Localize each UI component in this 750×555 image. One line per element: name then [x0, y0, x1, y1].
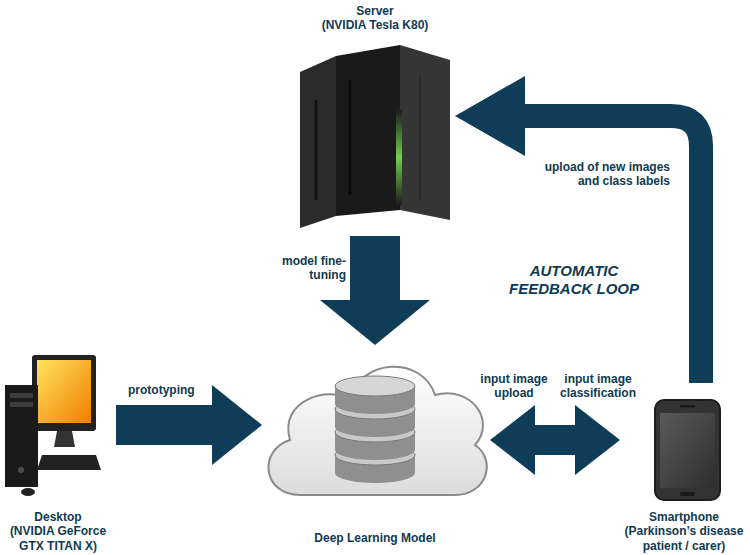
monitor-screen	[37, 360, 91, 423]
db-disk	[335, 440, 415, 460]
server-light	[396, 110, 402, 205]
arrow-shaft	[116, 405, 213, 445]
phone-body	[655, 400, 720, 500]
arrow-head	[212, 385, 262, 465]
edge-label: model fine-tuning	[274, 254, 346, 283]
desktop-node: Desktop(NVIDIA GeForce GTX TITAN X)	[2, 350, 114, 553]
node-title: Desktop	[34, 510, 81, 524]
edge-label: upload of new images and class labels	[533, 160, 670, 189]
node-subtitle: (Parkinson’s disease patient / carer)	[620, 524, 748, 553]
server-front	[336, 45, 400, 216]
drive-bay	[10, 393, 33, 398]
server-node: Server(NVIDIA Tesla K80)	[295, 4, 455, 232]
node-title: Deep Learning Model	[314, 531, 435, 545]
db-disk	[335, 394, 415, 414]
node-subtitle: (NVIDIA GeForce GTX TITAN X)	[2, 524, 114, 553]
server-side	[300, 56, 336, 228]
db-disk	[335, 376, 415, 396]
db-disk	[335, 417, 415, 437]
arrow-head	[490, 405, 535, 475]
monitor-frame	[32, 355, 96, 431]
flow-label: input image classification	[552, 372, 644, 401]
arrow-head	[320, 300, 430, 345]
node-subtitle: (NVIDIA Tesla K80)	[322, 18, 429, 32]
server-panel	[400, 45, 450, 220]
loop-title: AUTOMATIC FEEDBACK LOOP	[498, 262, 650, 298]
block-arrow	[320, 236, 430, 345]
arrow-shaft	[534, 425, 576, 455]
node-title: Smartphone	[649, 510, 719, 524]
cloud-illustration	[268, 367, 486, 495]
db-disk	[335, 463, 415, 483]
pc-tower	[5, 385, 38, 487]
edge-label: prototyping	[128, 383, 213, 397]
smartphone-node: Smartphone(Parkinson’s disease patient /…	[620, 385, 748, 553]
arrow-shaft	[524, 116, 701, 383]
server-slit	[349, 80, 352, 195]
power-button	[18, 467, 24, 473]
keyboard	[37, 455, 101, 470]
node-title: Server	[356, 4, 393, 18]
desktop-illustration	[5, 355, 101, 496]
server-slit	[315, 100, 318, 200]
drive-bay	[10, 402, 33, 407]
cloud-shape	[268, 367, 486, 495]
smartphone-illustration	[655, 400, 720, 500]
server-slit	[419, 75, 421, 200]
phone-button	[680, 492, 695, 496]
arrow-head	[455, 76, 525, 156]
block-arrow	[490, 405, 620, 475]
monitor-stand	[54, 431, 75, 447]
arrow-head	[575, 405, 620, 475]
flow-label: input image upload	[478, 372, 550, 401]
phone-screen	[660, 413, 715, 488]
model-node: Deep Learning Model	[262, 345, 488, 545]
phone-speaker	[680, 405, 695, 408]
database-icon	[335, 376, 415, 483]
block-arrow	[455, 76, 701, 383]
arrow-shaft	[350, 236, 400, 301]
server-illustration	[300, 45, 450, 228]
mouse	[21, 488, 35, 496]
